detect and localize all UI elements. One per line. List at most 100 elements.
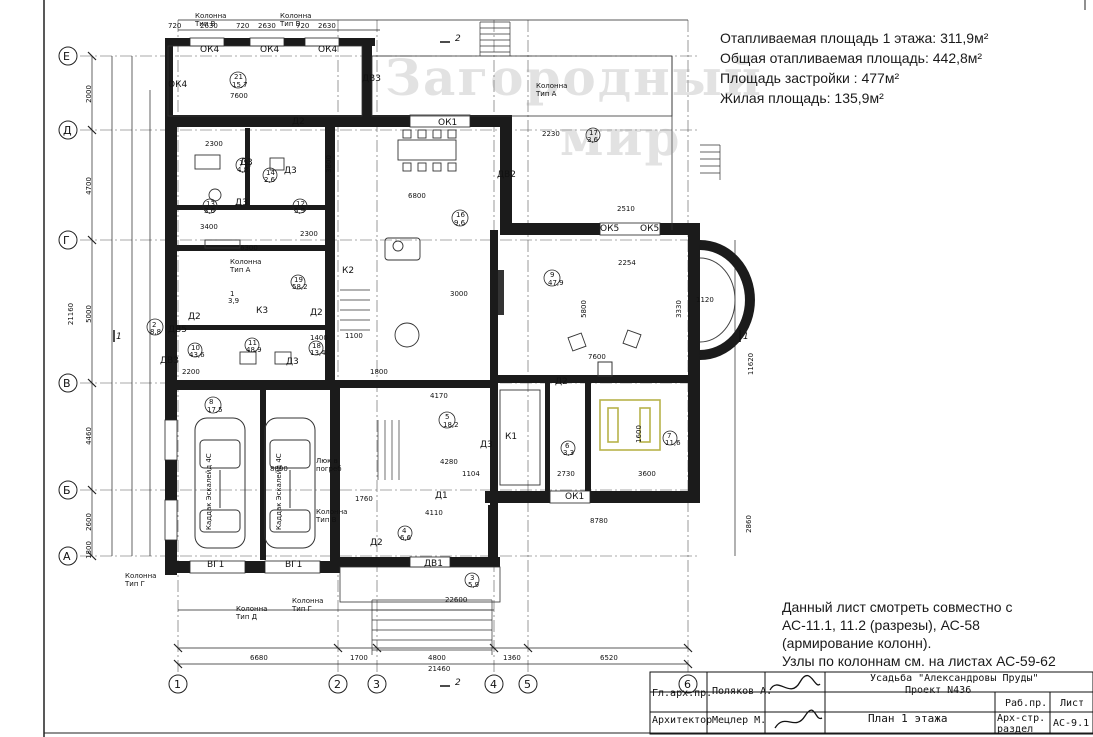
room-area: 9,6 [454, 219, 466, 227]
door-label: Д2 [555, 377, 568, 387]
dimension-total: 21460 [428, 665, 451, 673]
window-label: ОК4 [260, 45, 280, 55]
note-line3: (армирование колонн). [782, 635, 932, 651]
sheet-note: Данный лист смотреть совместно с АС-11.1… [782, 598, 1056, 670]
room-area: 2,6 [264, 176, 276, 184]
summary-heated-area-floor1: Отапливаемая площадь 1 этажа: 311,9м² [720, 30, 989, 46]
dimension-label: 1400 [310, 334, 328, 342]
dimension-label: 8780 [590, 517, 608, 525]
dimension-label: 1800 [84, 541, 93, 559]
dimension-label: 4170 [430, 392, 448, 400]
gate-label: ВГ1 [285, 560, 303, 570]
dimension-label: 11620 [747, 352, 756, 376]
window-label: ОК5 [640, 224, 660, 234]
area-summary: Отапливаемая площадь 1 этажа: 311,9м² Об… [720, 28, 988, 108]
dimension-label: 3400 [200, 223, 218, 231]
dimension-label: 2860 [744, 515, 753, 533]
room-area: 5,9 [468, 581, 480, 589]
summary-living-area: Жилая площадь: 135,9м² [720, 90, 884, 106]
room-area: 3,6 [587, 136, 599, 144]
room-number: 17 [589, 129, 598, 137]
dimension-label: 2000 [84, 85, 93, 103]
column-type-label: Колонна Тип Г [292, 597, 324, 613]
title-stage-header: Раб.пр. [1005, 698, 1048, 709]
cellar-hatch-label: Люк в погреб [316, 457, 342, 473]
door-label: Д3 [480, 440, 493, 450]
window-label: ОК1 [565, 492, 585, 502]
room-number: 16 [456, 211, 465, 219]
stair-label: К3 [256, 306, 269, 316]
dimension-label: 4460 [84, 427, 93, 445]
dimension-label: 2510 [617, 205, 635, 213]
room-area: 11,6 [665, 439, 681, 447]
room-number: 18 [312, 342, 321, 350]
axis-column-label: 4 [490, 678, 497, 691]
room-number: 2 [152, 321, 157, 329]
room-area: 17,5 [207, 406, 223, 414]
door-label: Д2 [188, 312, 201, 322]
door-label: Д3 [284, 166, 297, 176]
room-number: 15 [239, 159, 248, 167]
axis-row-label: В [63, 377, 71, 390]
dimension-label: 6300 [240, 244, 258, 252]
dimension-label: 6680 [250, 654, 268, 662]
room-area: 13,4 [310, 349, 326, 357]
title-sheet-title: План 1 этажа [868, 712, 948, 725]
title-name-architect: Мецлер М. [712, 715, 767, 726]
dimension-label: 3800 [324, 155, 333, 173]
room-number: 7 [667, 432, 672, 440]
room-area: 15,7 [232, 81, 248, 89]
dimension-label: 2730 [557, 470, 575, 478]
dimension-label: 8800 [270, 465, 288, 473]
room-number: 9 [550, 271, 555, 279]
dimension-label: 3000 [450, 290, 468, 298]
room-number: 10 [191, 344, 200, 352]
note-line1: Данный лист смотреть совместно с [782, 599, 1013, 615]
window-label: ОК4 [168, 80, 188, 90]
room-area: 47,9 [548, 279, 564, 287]
section-mark: 1 [116, 332, 122, 342]
room-number: 6 [565, 442, 570, 450]
room-number: 21 [234, 73, 243, 81]
room-number: 1 [230, 290, 235, 298]
title-project: Усадьба "Александровы Пруды" [870, 673, 1039, 684]
room-number: 5 [445, 413, 450, 421]
title-sheet-header: Лист [1060, 698, 1085, 709]
dimension-label: 7600 [588, 353, 606, 361]
dimension-label: 5000 [84, 305, 93, 323]
window-label: ОК4 [318, 45, 338, 55]
watermark-line1: Загородный [385, 48, 763, 107]
dimension-label: 4110 [425, 509, 443, 517]
dimension-label: 1100 [345, 332, 363, 340]
room-area: 18,2 [443, 421, 459, 429]
axis-row-label: А [63, 550, 71, 563]
dimension-label: 6800 [408, 192, 426, 200]
section-mark: 2 [455, 34, 461, 44]
door-label: Д1 [435, 491, 448, 501]
dimension-label: 2600 [84, 513, 93, 531]
door-label: ДВ2 [497, 170, 516, 180]
dimension-label: 2254 [618, 259, 636, 267]
door-label: Д3 [286, 357, 299, 367]
summary-total-heated-area: Общая отапливаемая площадь: 442,8м² [720, 50, 983, 66]
column-type-label: Колонна Тип Г [125, 572, 157, 588]
dimension-label: 2630 [258, 22, 276, 30]
room-area: 6,6 [400, 534, 412, 542]
door-label: Д3 [235, 198, 248, 208]
door-label: Д2 [370, 538, 383, 548]
axis-column-label: 5 [524, 678, 531, 691]
column-type-label: Колонна Тип А [536, 82, 568, 98]
watermark-line2: мир [560, 108, 682, 167]
dimension-label: 2300 [300, 230, 318, 238]
dimension-label: 7600 [230, 92, 248, 100]
room-number: 3 [470, 574, 475, 582]
room-area: 5,9 [294, 207, 306, 215]
axis-row-label: Д [63, 124, 72, 137]
gate-label: ВГ1 [207, 560, 225, 570]
axis-column-label: 6 [684, 678, 691, 691]
axis-column-label: 1 [174, 678, 181, 691]
door-label: ДВ3 [160, 356, 179, 366]
window-label: ОК1 [438, 118, 458, 128]
car-label: Каддак Эскалейд 4С [275, 453, 283, 530]
summary-building-area: Площадь застройки : 477м² [720, 70, 900, 86]
